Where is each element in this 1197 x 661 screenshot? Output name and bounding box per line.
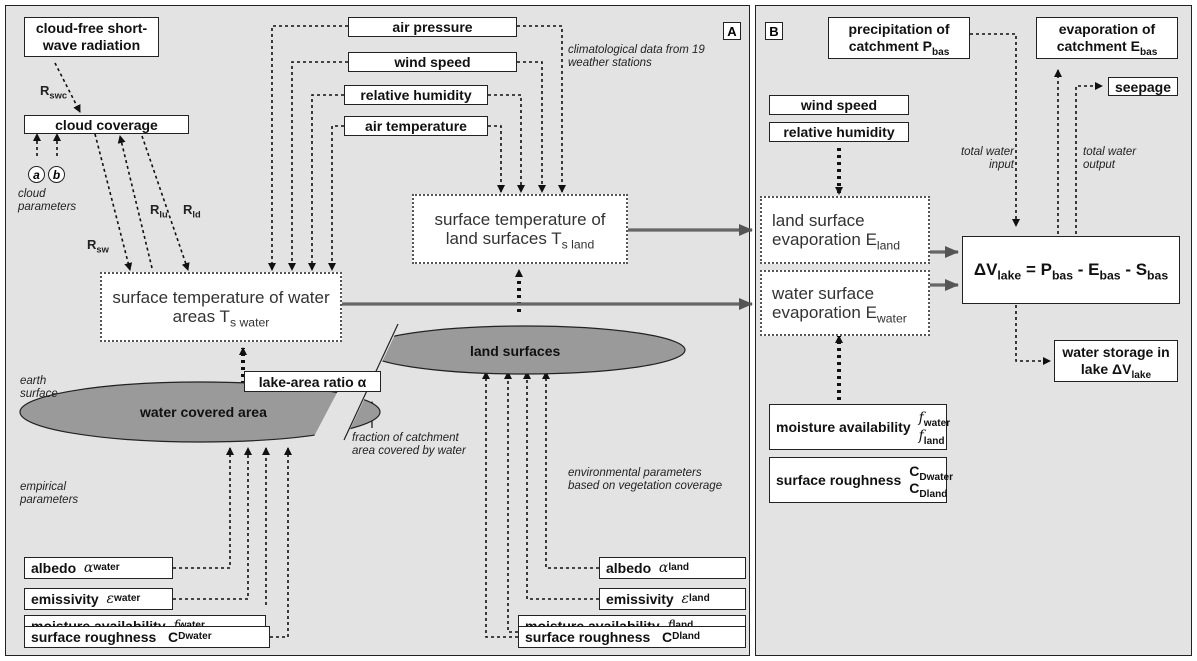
earth-surface-note: earth surface	[20, 375, 58, 400]
climatological-note: climatological data from 19 weather stat…	[568, 44, 705, 69]
total-output-note: total water output	[1083, 146, 1137, 171]
precipitation-box: precipitation of catchment Pbas	[828, 17, 970, 59]
cloud-coverage-label: cloud coverage	[55, 116, 158, 133]
surface-temp-land-label: surface temperature of land surfaces Ts …	[434, 210, 606, 252]
air-temperature-box: air temperature	[344, 116, 488, 136]
relative-humidity-a-box: relative humidity	[344, 85, 488, 105]
environmental-note: environmental parameters based on vegeta…	[568, 467, 723, 492]
water-evap-box: water surface evaporation Ewater	[760, 270, 930, 336]
total-input-note: total water input	[960, 146, 1014, 171]
surface-temp-water-box: surface temperature of water areas Ts wa…	[100, 272, 342, 342]
cloud-free-radiation-box: cloud-free short-wave radiation	[24, 17, 159, 57]
r-lu-label: Rlu	[150, 202, 168, 220]
empirical-parameters-note: empirical parameters	[20, 481, 79, 506]
land-evap-box: land surface evaporation Eland	[760, 196, 930, 264]
r-swc-label: Rswc	[40, 83, 68, 101]
wind-speed-a-box: wind speed	[348, 52, 517, 72]
cloud-parameters-note: cloud parameters	[18, 188, 77, 213]
r-ld-label: Rld	[183, 202, 201, 220]
land-surfaces-label: land surfaces	[470, 343, 561, 359]
cloud-param-b: b	[48, 166, 65, 183]
fraction-note: fraction of catchment area covered by wa…	[352, 432, 466, 457]
cloud-coverage-box: cloud coverage	[24, 115, 189, 134]
water-covered-area-label: water covered area	[140, 404, 267, 420]
air-pressure-box: air pressure	[348, 17, 517, 37]
lake-area-ratio-box: lake-area ratio α	[244, 371, 381, 392]
roughness-b-box: surface roughness CDwater CDland	[769, 457, 953, 503]
relative-humidity-b-box: relative humidity	[769, 122, 909, 142]
water-area-ellipse	[19, 381, 381, 443]
water-balance-equation: ΔVlake = Pbas - Ebas - Sbas	[962, 236, 1180, 304]
panel-a-tag: A	[723, 22, 741, 40]
cloud-param-a: a	[28, 166, 45, 183]
evaporation-catchment-box: evaporation of catchment Ebas	[1036, 17, 1178, 59]
moisture-b-box: moisture availability fwater fland	[769, 404, 950, 450]
wind-speed-b-box: wind speed	[769, 95, 909, 115]
cloud-free-radiation-label: cloud-free short-wave radiation	[35, 20, 148, 53]
surface-temp-land-box: surface temperature of land surfaces Ts …	[412, 194, 628, 264]
seepage-box: seepage	[1108, 77, 1178, 96]
water-storage-box: water storage in lake ΔVlake	[1054, 340, 1178, 382]
r-sw-label: Rsw	[87, 237, 109, 255]
panel-b-tag: B	[765, 22, 783, 40]
surface-temp-water-label: surface temperature of water areas Ts wa…	[112, 288, 330, 330]
